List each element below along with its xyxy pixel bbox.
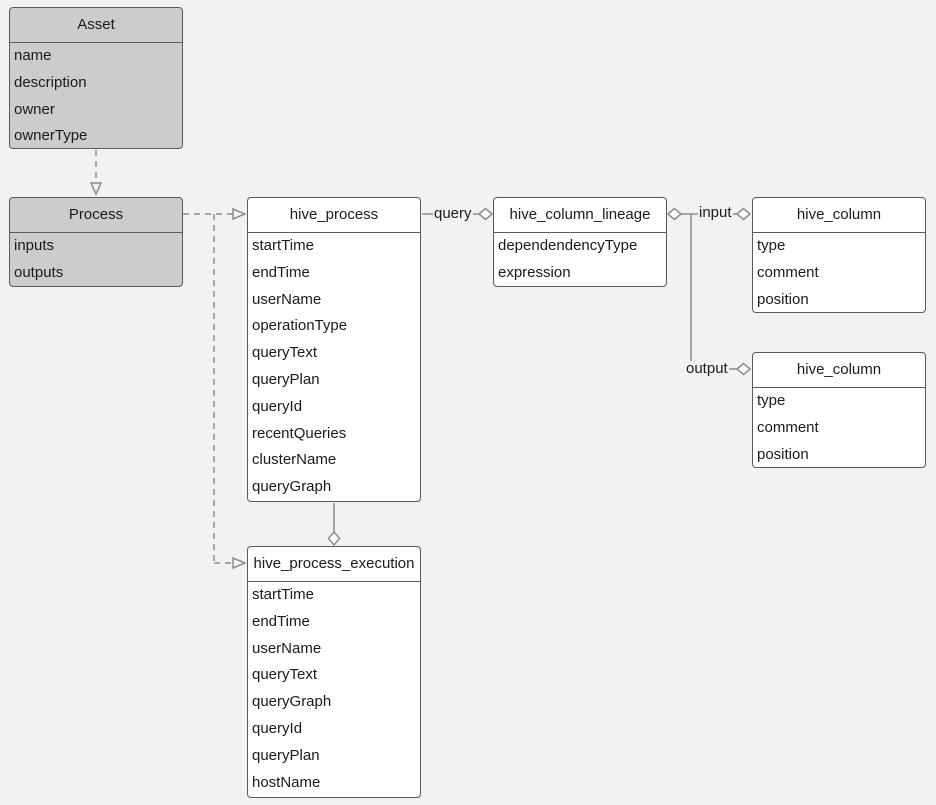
output-relation-label: output [685,360,729,377]
attribute: recentQueries [252,424,347,442]
attribute: inputs [14,237,55,254]
entity-hive-process[interactable]: hive_process startTime endTime userName … [247,197,421,502]
entity-hive-column-output[interactable]: hive_column type comment position [752,352,926,468]
attribute: endTime [252,263,310,281]
attribute-list: type comment position [753,233,925,312]
attribute: queryId [252,397,303,415]
attribute: queryPlan [252,746,320,764]
inheritance-arrow-icon [89,182,103,196]
attribute-list: dependendencyType expression [494,233,666,286]
entity-hive-column-lineage[interactable]: hive_column_lineage dependendencyType ex… [493,197,667,287]
attribute: comment [757,263,819,281]
attribute-list: startTime endTime userName queryText que… [248,582,420,796]
attribute-list: name description owner ownerType [10,43,182,148]
attribute: queryText [252,344,318,362]
attribute: outputs [14,263,64,281]
attribute: description [14,73,87,91]
attribute: name [14,47,52,64]
query-relation-label: query [433,205,473,222]
entity-title: Asset [10,8,182,43]
attribute: queryGraph [252,693,332,711]
attribute: userName [252,290,322,308]
attribute: clusterName [252,451,337,469]
entity-title: hive_process_execution [248,547,420,582]
inheritance-arrow-icon [232,556,247,570]
entity-process[interactable]: Process inputs outputs [9,197,183,287]
attribute: owner [14,100,55,118]
attribute: endTime [252,612,310,630]
attribute: queryId [252,719,303,737]
attribute-list: startTime endTime userName operationType… [248,233,420,501]
inheritance-arrow-icon [232,207,247,221]
entity-asset[interactable]: Asset name description owner ownerType [9,7,183,149]
aggregation-diamond-icon [735,207,752,221]
attribute: ownerType [14,127,88,145]
aggregation-diamond-icon [735,362,752,376]
attribute: queryGraph [252,478,332,496]
entity-title: hive_column_lineage [494,198,666,233]
input-relation-label: input [698,204,733,221]
entity-title: hive_process [248,198,420,233]
attribute: position [757,445,809,463]
attribute-list: type comment position [753,388,925,467]
aggregation-diamond-icon [327,530,341,547]
attribute: queryText [252,666,318,684]
entity-hive-column-input[interactable]: hive_column type comment position [752,197,926,313]
attribute: type [757,237,786,254]
attribute: comment [757,418,819,436]
attribute: type [757,392,786,409]
attribute: dependendencyType [498,237,638,254]
attribute: hostName [252,773,321,791]
entity-title: Process [10,198,182,233]
entity-title: hive_column [753,353,925,388]
entity-title: hive_column [753,198,925,233]
aggregation-diamond-icon [477,207,494,221]
attribute-list: inputs outputs [10,233,182,286]
aggregation-diamond-icon [666,207,683,221]
attribute: queryPlan [252,370,320,388]
attribute: startTime [252,586,314,603]
attribute: userName [252,639,322,657]
attribute: position [757,290,809,308]
entity-hive-process-execution[interactable]: hive_process_execution startTime endTime… [247,546,421,798]
attribute: expression [498,263,571,281]
attribute: startTime [252,237,314,254]
attribute: operationType [252,317,348,335]
